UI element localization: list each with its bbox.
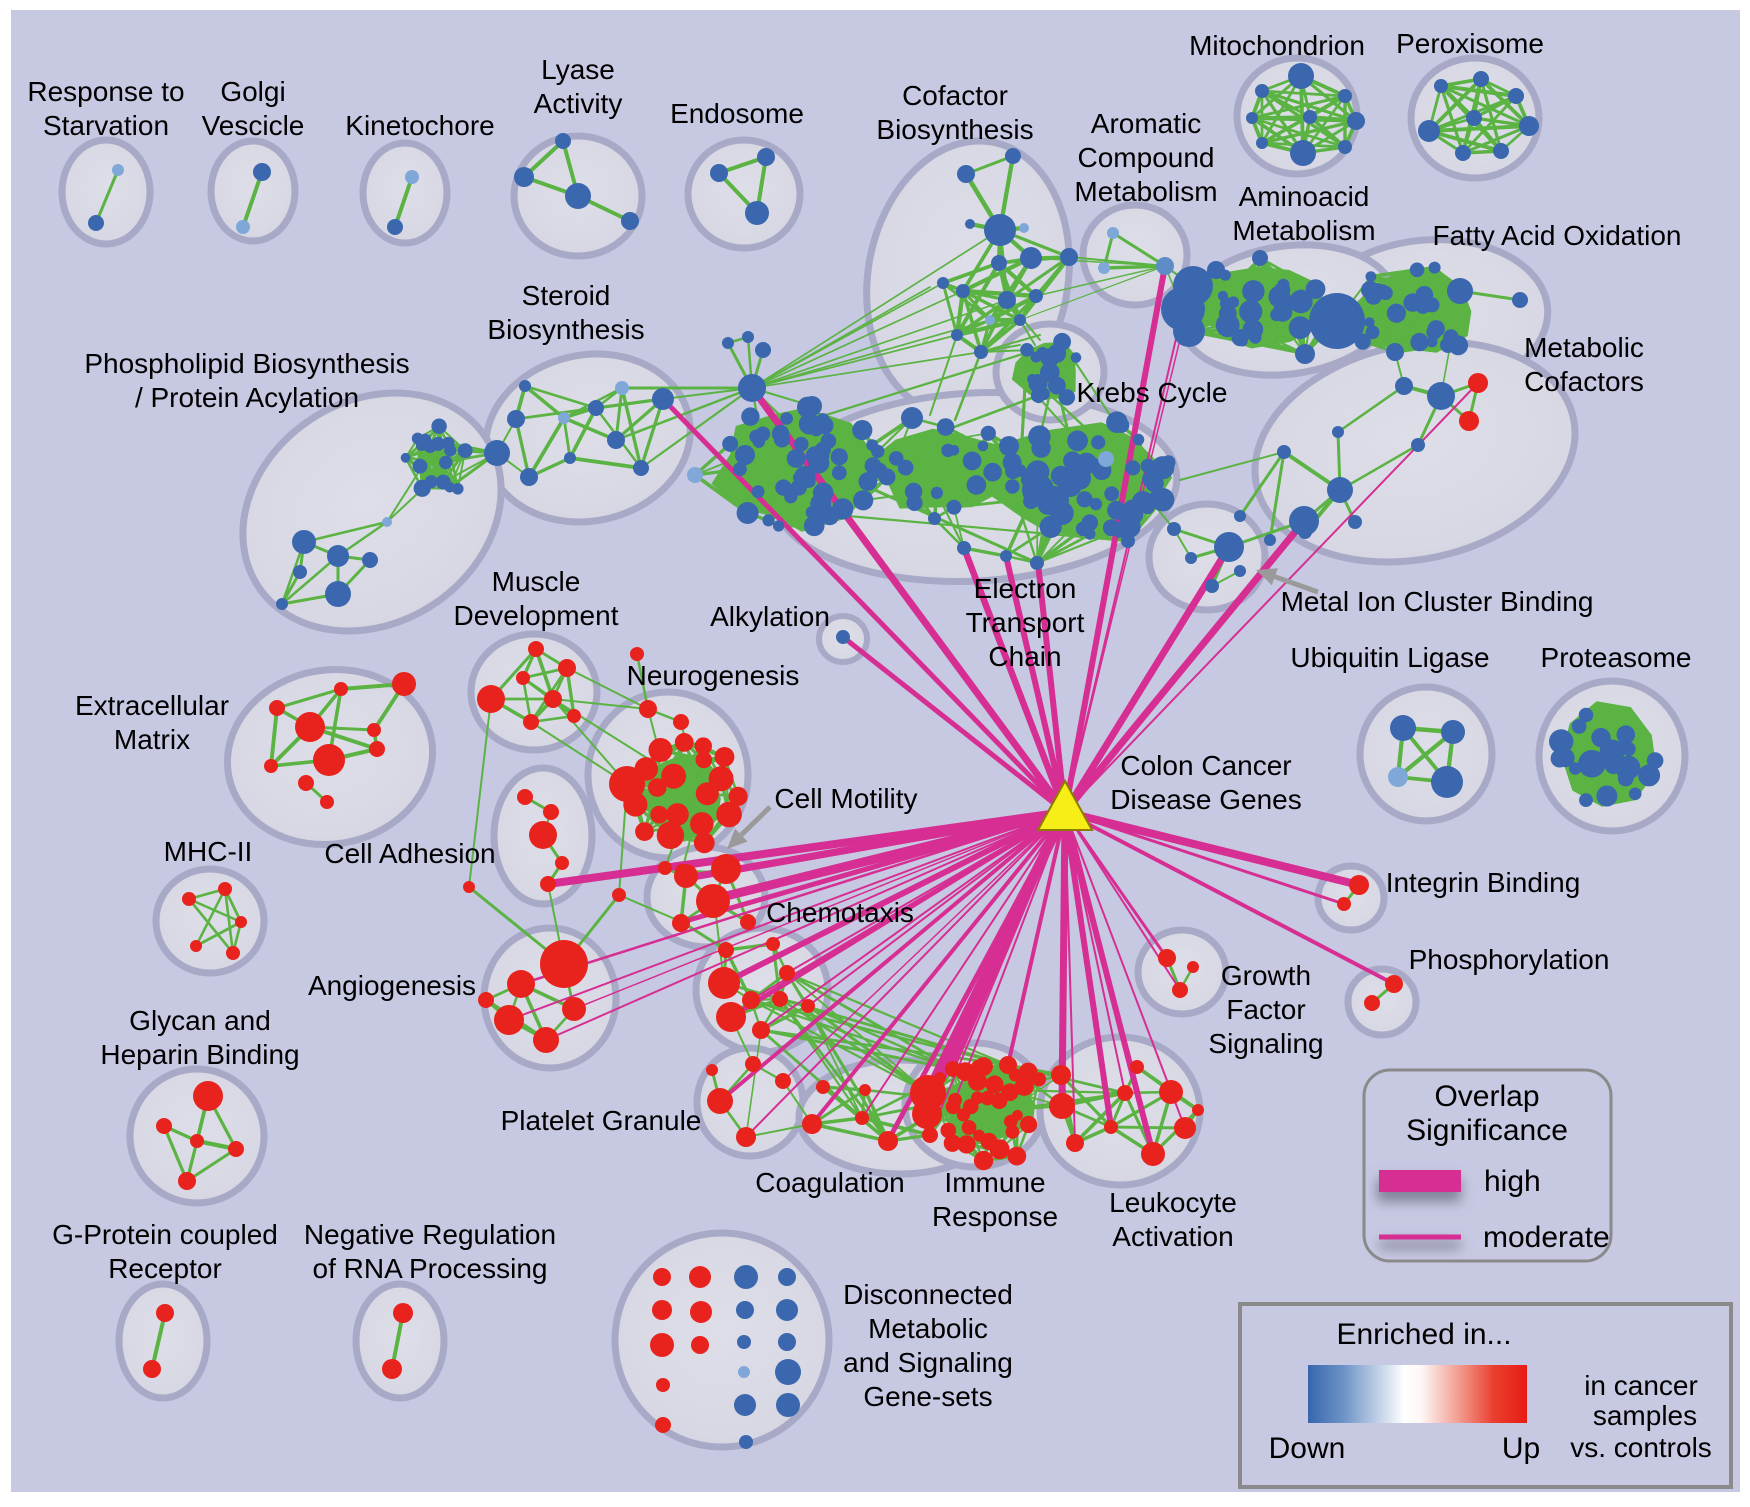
svg-text:samples: samples [1593,1400,1697,1431]
svg-text:Development: Development [454,600,619,631]
svg-text:moderate: moderate [1483,1221,1610,1254]
svg-text:Fatty Acid Oxidation: Fatty Acid Oxidation [1432,220,1681,251]
svg-text:Ubiquitin Ligase: Ubiquitin Ligase [1290,642,1489,673]
svg-text:Metabolism: Metabolism [1232,215,1375,246]
svg-text:Immune: Immune [944,1167,1045,1198]
svg-text:Cofactors: Cofactors [1524,366,1644,397]
svg-text:Proteasome: Proteasome [1541,642,1692,673]
svg-text:Leukocyte: Leukocyte [1109,1187,1237,1218]
svg-text:MHC-II: MHC-II [164,836,253,867]
svg-text:Response to: Response to [27,76,184,107]
svg-text:Response: Response [932,1201,1058,1232]
svg-text:vs. controls: vs. controls [1570,1432,1712,1463]
svg-text:Compound: Compound [1078,142,1215,173]
svg-text:G-Protein coupled: G-Protein coupled [52,1219,278,1250]
svg-text:Activity: Activity [534,88,623,119]
svg-text:Down: Down [1269,1432,1346,1465]
svg-text:Starvation: Starvation [43,110,169,141]
svg-text:Aromatic: Aromatic [1091,108,1201,139]
svg-text:Overlap: Overlap [1434,1080,1539,1113]
svg-text:Vescicle: Vescicle [202,110,305,141]
svg-text:Steroid: Steroid [522,280,611,311]
svg-text:Coagulation: Coagulation [755,1167,904,1198]
svg-text:Muscle: Muscle [492,566,581,597]
svg-text:Chain: Chain [988,641,1061,672]
svg-text:Heparin Binding: Heparin Binding [100,1039,299,1070]
svg-text:Biosynthesis: Biosynthesis [876,114,1033,145]
svg-text:Metabolic: Metabolic [1524,332,1644,363]
svg-text:Metabolism: Metabolism [1074,176,1217,207]
svg-text:Colon Cancer: Colon Cancer [1120,750,1291,781]
svg-text:and Signaling: and Signaling [843,1347,1013,1378]
svg-text:Mitochondrion: Mitochondrion [1189,30,1365,61]
svg-text:Enriched in...: Enriched in... [1336,1318,1511,1351]
svg-text:Peroxisome: Peroxisome [1396,28,1544,59]
svg-text:Factor: Factor [1226,994,1305,1025]
svg-text:Disease Genes: Disease Genes [1110,784,1301,815]
svg-text:Activation: Activation [1112,1221,1233,1252]
svg-text:Receptor: Receptor [108,1253,222,1284]
svg-text:Up: Up [1502,1432,1540,1465]
svg-text:Golgi: Golgi [220,76,285,107]
svg-text:Signaling: Signaling [1208,1028,1323,1059]
svg-text:Metabolic: Metabolic [868,1313,988,1344]
svg-text:Alkylation: Alkylation [710,601,830,632]
svg-text:Negative Regulation: Negative Regulation [304,1219,556,1250]
svg-text:Matrix: Matrix [114,724,190,755]
svg-text:Angiogenesis: Angiogenesis [308,970,476,1001]
svg-text:of RNA Processing: of RNA Processing [313,1253,548,1284]
svg-text:Phospholipid Biosynthesis: Phospholipid Biosynthesis [84,348,409,379]
svg-text:Extracellular: Extracellular [75,690,229,721]
svg-text:in cancer: in cancer [1584,1370,1698,1401]
svg-text:Cell Motility: Cell Motility [774,783,917,814]
svg-text:Cell Adhesion: Cell Adhesion [324,838,495,869]
svg-text:Electron: Electron [974,573,1077,604]
svg-text:Transport: Transport [966,607,1085,638]
svg-text:Chemotaxis: Chemotaxis [766,897,914,928]
svg-text:Phosphorylation: Phosphorylation [1409,944,1610,975]
svg-text:Endosome: Endosome [670,98,804,129]
svg-text:Disconnected: Disconnected [843,1279,1013,1310]
svg-text:high: high [1484,1165,1541,1198]
svg-text:/ Protein Acylation: / Protein Acylation [135,382,359,413]
svg-text:Biosynthesis: Biosynthesis [487,314,644,345]
svg-text:Kinetochore: Kinetochore [345,110,494,141]
svg-text:Krebs Cycle: Krebs Cycle [1077,377,1228,408]
svg-text:Significance: Significance [1406,1114,1568,1147]
svg-text:Neurogenesis: Neurogenesis [627,660,800,691]
svg-text:Glycan and: Glycan and [129,1005,271,1036]
svg-text:Gene-sets: Gene-sets [863,1381,992,1412]
svg-text:Lyase: Lyase [541,54,615,85]
svg-text:Metal Ion Cluster Binding: Metal Ion Cluster Binding [1281,586,1594,617]
svg-text:Cofactor: Cofactor [902,80,1008,111]
svg-text:Integrin Binding: Integrin Binding [1386,867,1581,898]
svg-text:Platelet Granule: Platelet Granule [501,1105,702,1136]
svg-text:Growth: Growth [1221,960,1311,991]
svg-text:Aminoacid: Aminoacid [1239,181,1370,212]
